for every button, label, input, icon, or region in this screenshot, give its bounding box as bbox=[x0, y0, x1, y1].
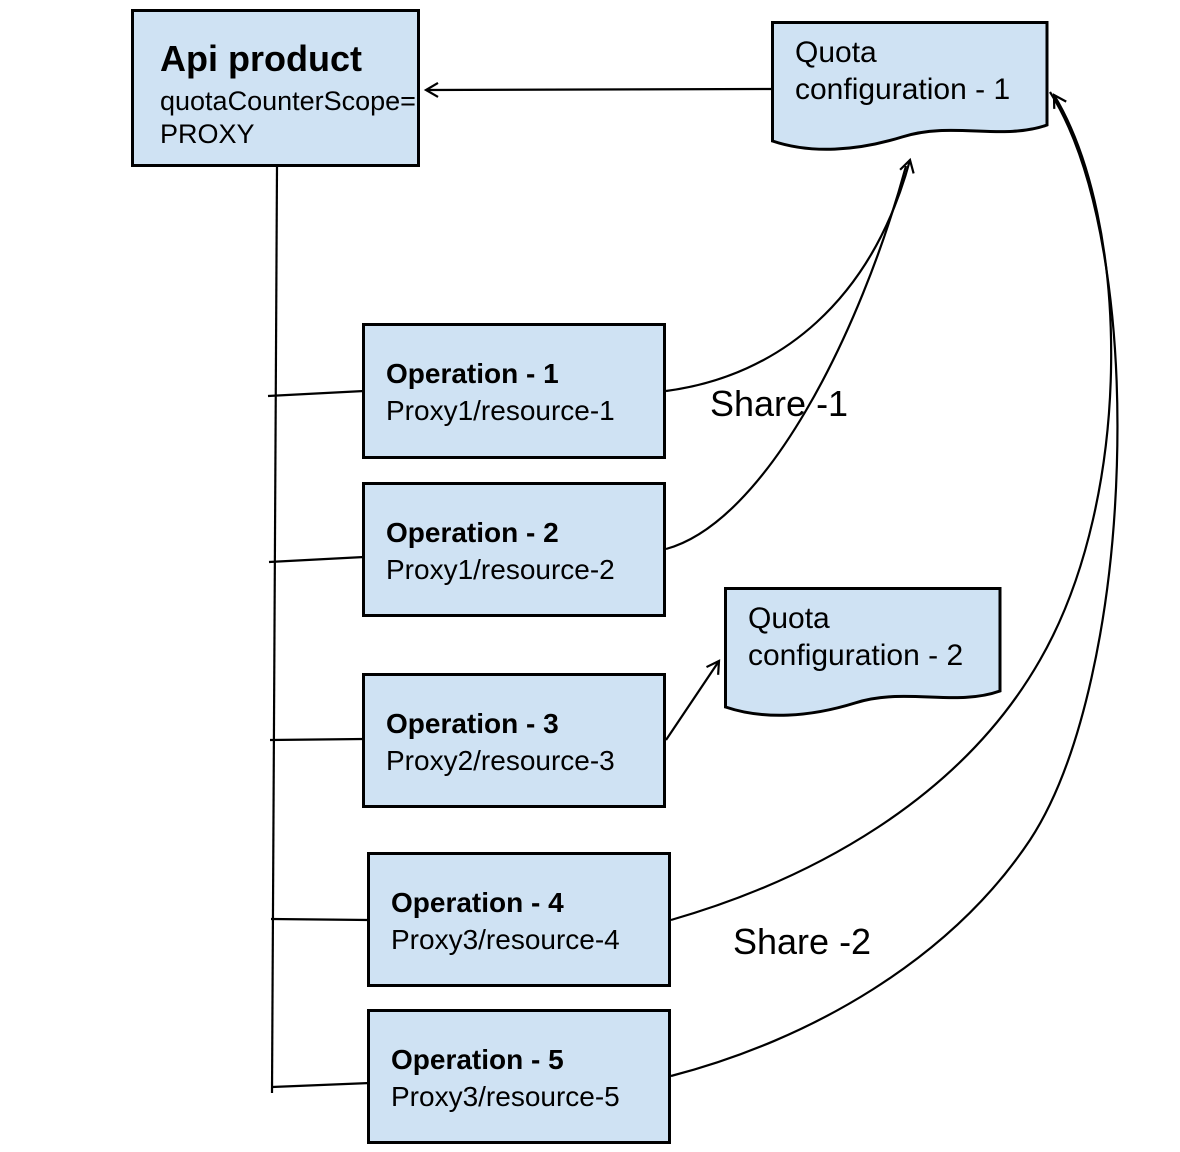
operation-2-title: Operation - 2 bbox=[386, 517, 559, 548]
edge-quota1-to-api-product bbox=[423, 82, 773, 98]
edge-op1-to-quota1 bbox=[665, 157, 915, 393]
edge-branch-op4 bbox=[270, 917, 370, 922]
operation-4-path: Proxy3/resource-4 bbox=[391, 923, 620, 955]
quota-config-1-label: Quota configuration - 1 bbox=[795, 36, 1011, 106]
edge-branch-op5 bbox=[271, 1081, 371, 1089]
quota-config-2-label: Quota configuration - 2 bbox=[748, 602, 964, 672]
operation-1-title: Operation - 1 bbox=[386, 358, 559, 389]
operation-2-path: Proxy1/resource-2 bbox=[386, 553, 615, 585]
operation-4-title: Operation - 4 bbox=[391, 887, 564, 918]
operation-3-node: Operation - 3 Proxy2/resource-3 bbox=[362, 673, 666, 808]
operation-3-title: Operation - 3 bbox=[386, 708, 559, 739]
operation-4-node: Operation - 4 Proxy3/resource-4 bbox=[367, 852, 671, 987]
api-product-attributes: quotaCounterScope= PROXY bbox=[160, 85, 416, 151]
api-product-title: Api product bbox=[160, 38, 362, 79]
api-product-attr-line1: quotaCounterScope= bbox=[160, 86, 416, 117]
quota-config-1-node: Quota configuration - 1 bbox=[771, 21, 1049, 155]
edge-op4-to-quota1 bbox=[670, 93, 1113, 922]
operation-3-path: Proxy2/resource-3 bbox=[386, 744, 615, 776]
edge-op2-to-quota1 bbox=[665, 165, 908, 551]
edge-branch-op3 bbox=[269, 737, 365, 742]
edge-branch-op2 bbox=[268, 555, 365, 564]
quota-config-2-node: Quota configuration - 2 bbox=[724, 587, 1002, 721]
api-product-node: Api product quotaCounterScope= PROXY bbox=[131, 9, 420, 167]
operation-1-path: Proxy1/resource-1 bbox=[386, 394, 615, 426]
share-2-label: Share -2 bbox=[733, 921, 872, 962]
api-product-attr-line2: PROXY bbox=[160, 119, 255, 150]
share-1-label: Share -1 bbox=[710, 383, 849, 424]
operation-5-path: Proxy3/resource-5 bbox=[391, 1080, 620, 1112]
edge-api-product-trunk bbox=[270, 165, 279, 1094]
edge-branch-op1 bbox=[267, 389, 365, 398]
edge-op3-to-quota2 bbox=[665, 659, 721, 741]
operation-5-title: Operation - 5 bbox=[391, 1044, 564, 1075]
operation-2-node: Operation - 2 Proxy1/resource-2 bbox=[362, 482, 666, 617]
operation-1-node: Operation - 1 Proxy1/resource-1 bbox=[362, 323, 666, 459]
operation-5-node: Operation - 5 Proxy3/resource-5 bbox=[367, 1009, 671, 1144]
